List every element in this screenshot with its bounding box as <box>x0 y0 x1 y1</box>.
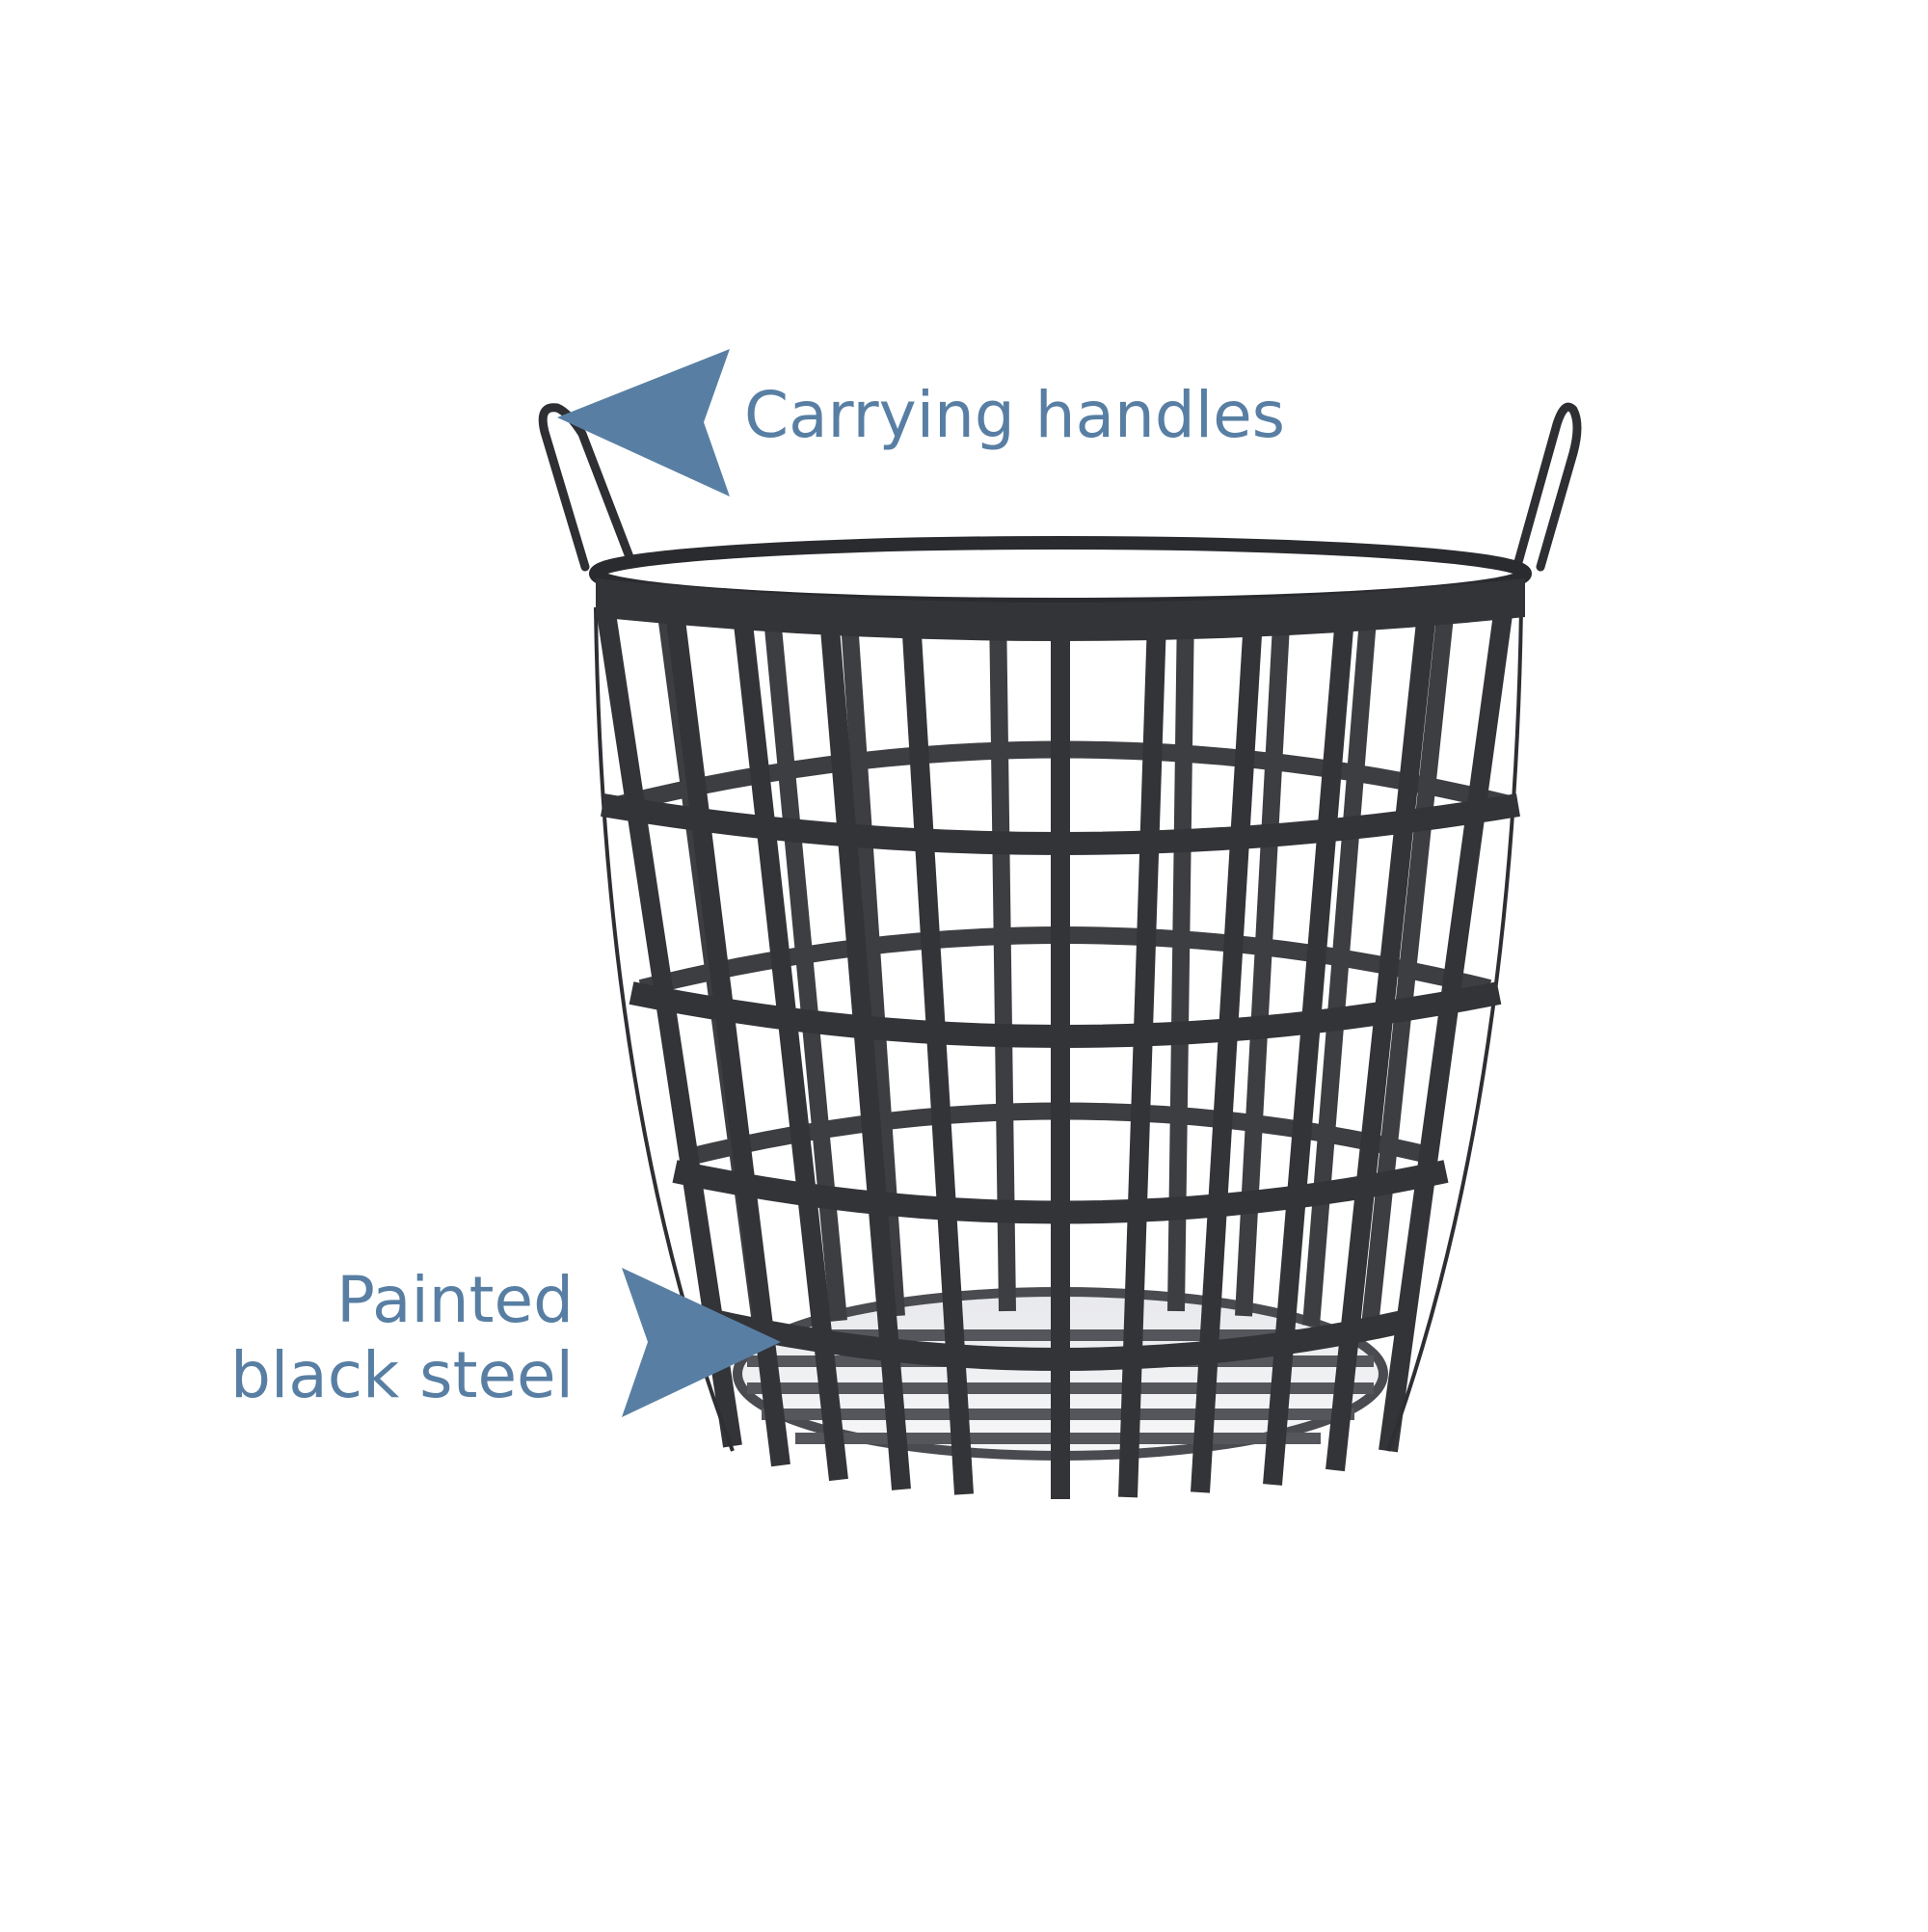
triangle-arrow-right-icon <box>622 1268 781 1417</box>
basket-front-bands <box>601 793 1520 1371</box>
callout-painted-black-steel: Painted black steel <box>230 1263 574 1413</box>
basket-rim <box>589 536 1532 641</box>
triangle-arrow-left-icon <box>557 349 730 496</box>
handle-right <box>1513 402 1582 572</box>
callout-carrying-handles: Carrying handles <box>744 378 1286 452</box>
callout-line-1: Painted <box>336 1263 574 1337</box>
callout-line-2: black steel <box>230 1338 574 1412</box>
